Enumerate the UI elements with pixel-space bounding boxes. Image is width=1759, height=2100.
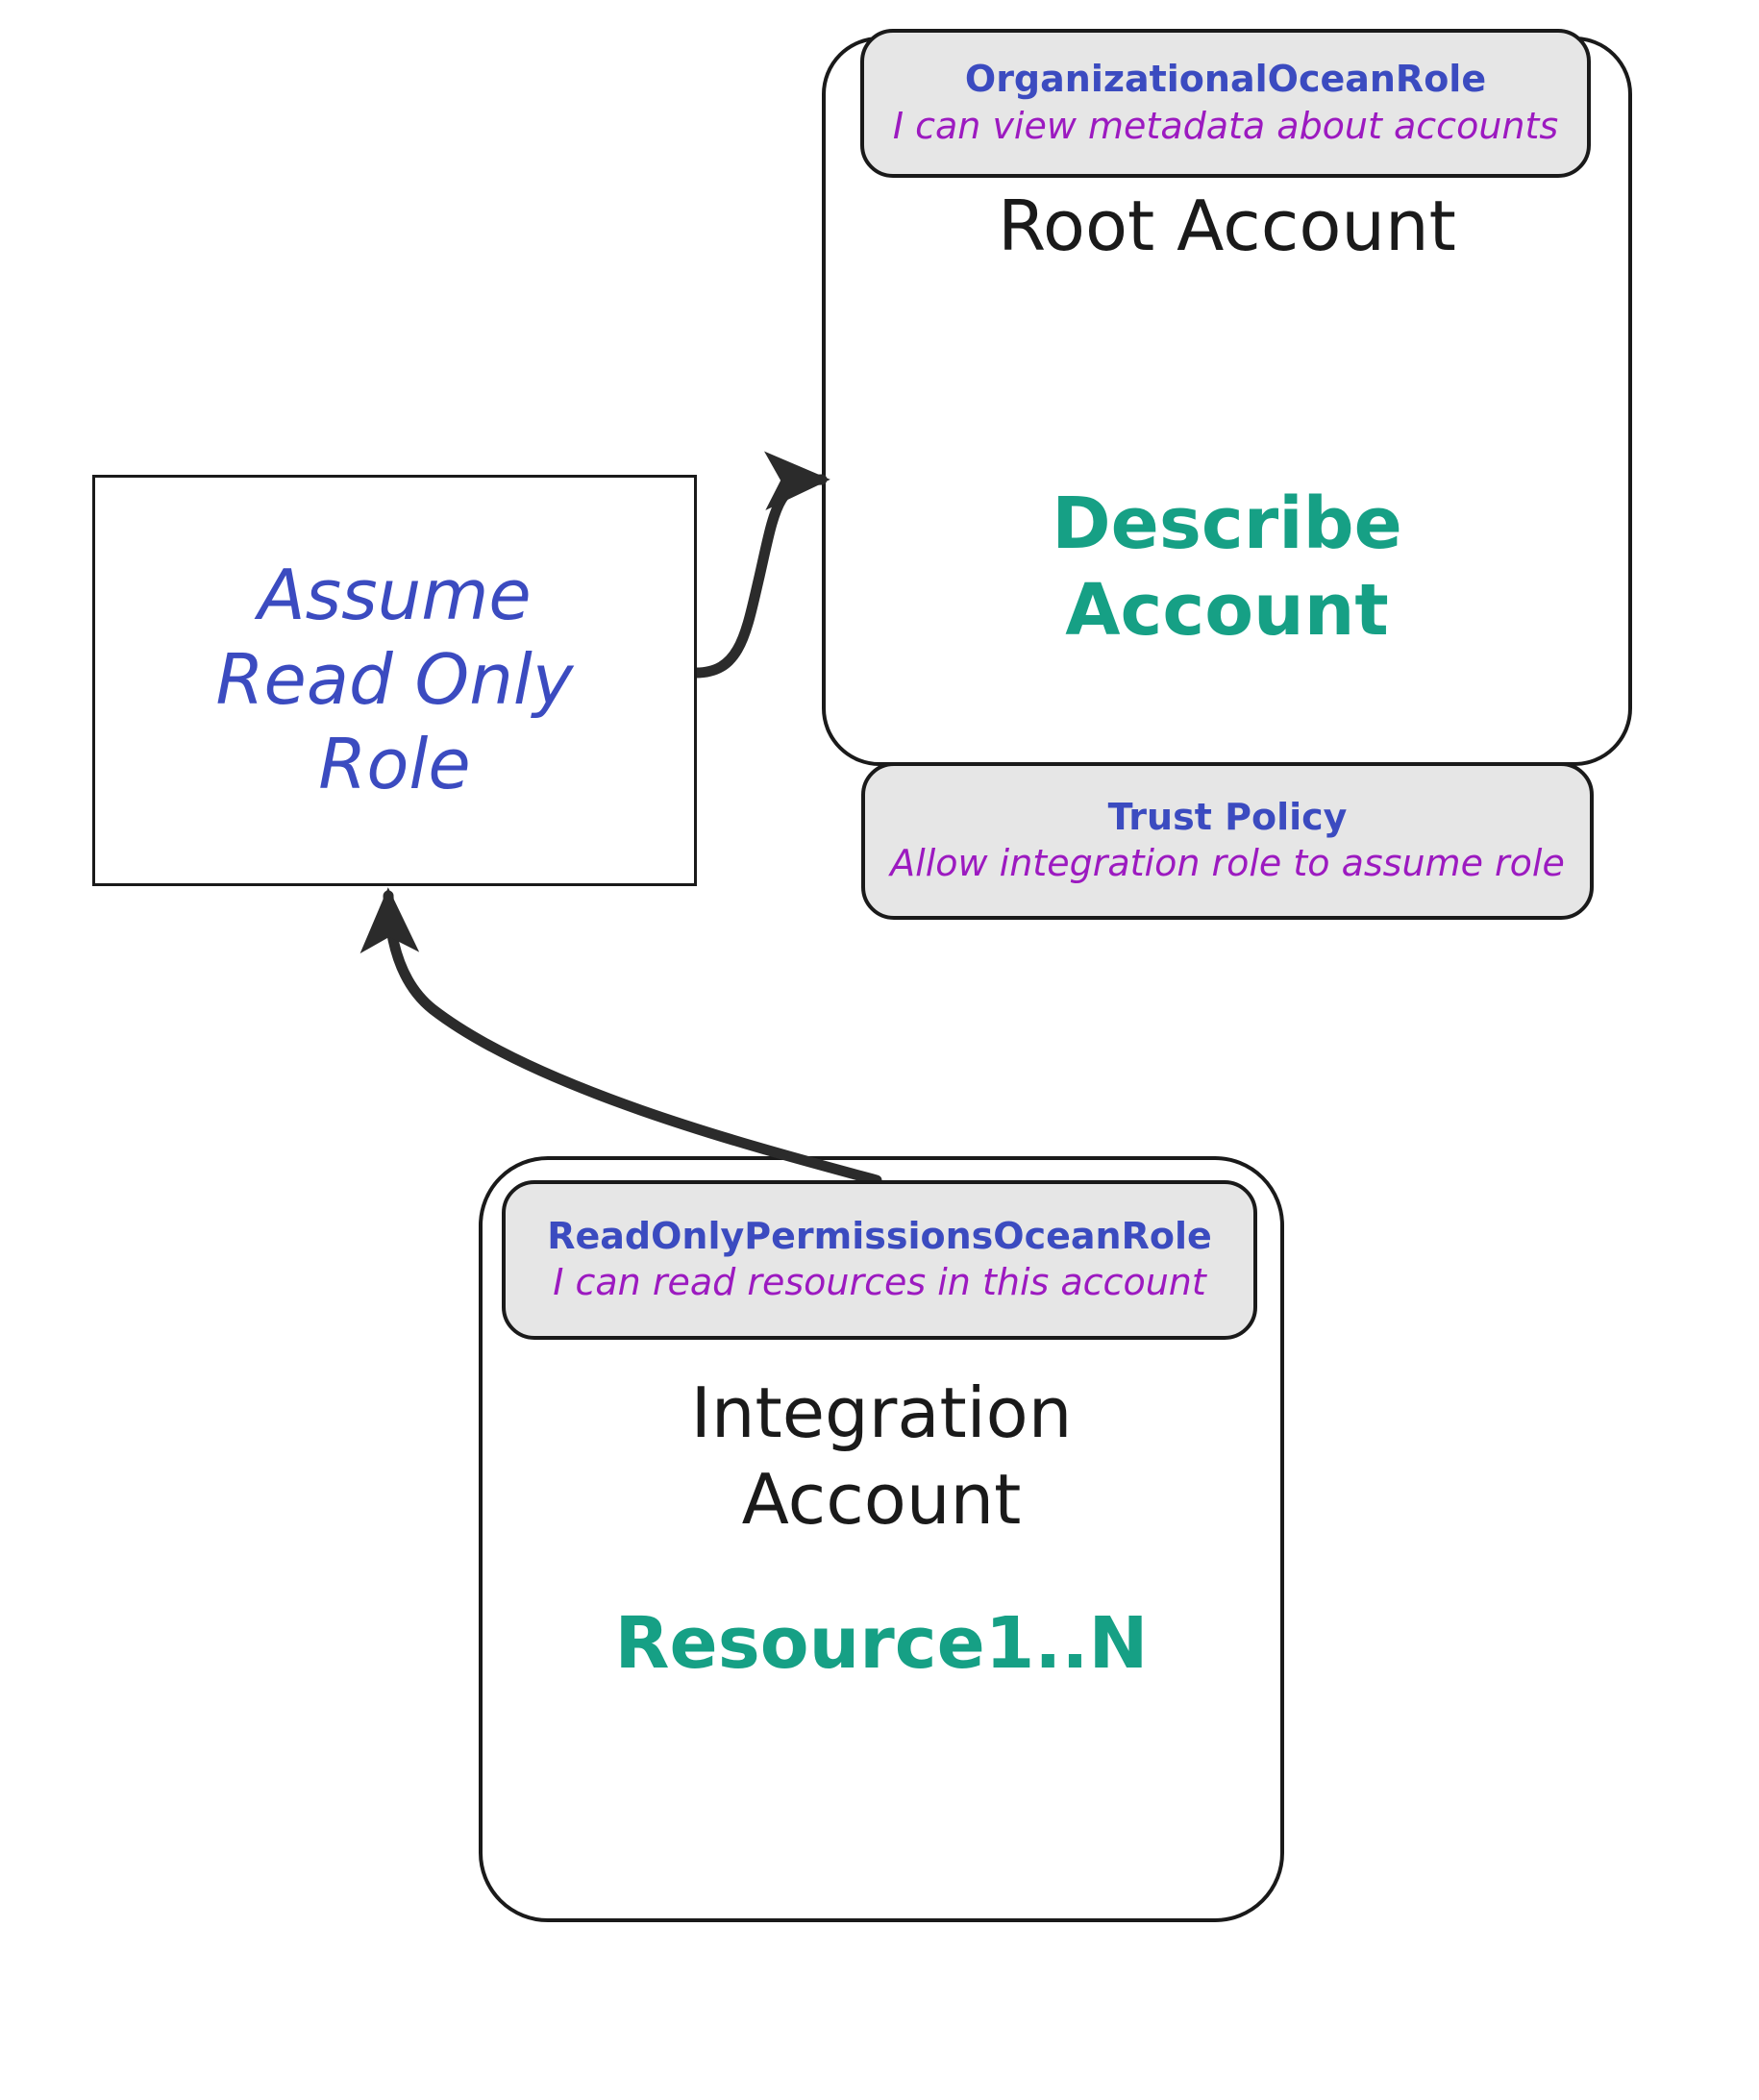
trust-policy-description: Allow integration role to assume role (890, 842, 1565, 885)
assume-read-only-role-box[interactable]: Assume Read Only Role (92, 475, 697, 886)
assume-read-only-role-label: Assume Read Only Role (215, 555, 574, 804)
readonly-permissions-ocean-role-description: I can read resources in this account (553, 1261, 1206, 1304)
organizational-ocean-role-name: OrganizationalOceanRole (964, 58, 1487, 101)
organizational-ocean-role-badge[interactable]: OrganizationalOceanRole I can view metad… (860, 29, 1591, 178)
organizational-ocean-role-description: I can view metadata about accounts (892, 104, 1559, 147)
readonly-permissions-ocean-role-badge[interactable]: ReadOnlyPermissionsOceanRole I can read … (502, 1180, 1257, 1340)
trust-policy-name: Trust Policy (1107, 795, 1348, 838)
edge-assume-role-to-root-account (690, 451, 830, 679)
edge-integration-role-to-assume-role (359, 887, 882, 1186)
readonly-permissions-ocean-role-name: ReadOnlyPermissionsOceanRole (547, 1214, 1212, 1257)
trust-policy-badge[interactable]: Trust Policy Allow integration role to a… (861, 762, 1594, 920)
